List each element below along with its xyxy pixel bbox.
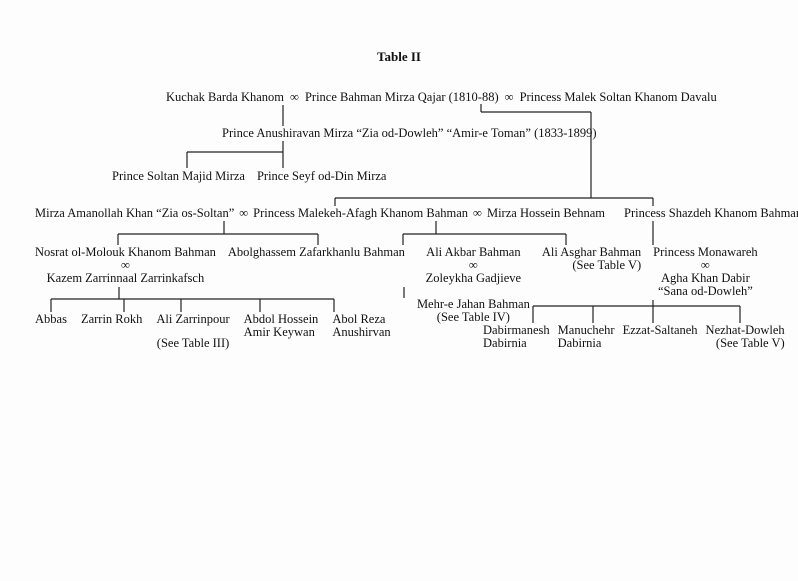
- person-ali-asghar: Ali Asghar Bahman: [541, 245, 642, 259]
- person-nezhat-dowleh: Nezhat-Dowleh: [705, 323, 785, 337]
- marriage-symbol: ∞: [473, 206, 482, 220]
- marriage-symbol: ∞: [700, 258, 710, 272]
- nezhat-col: Nezhat-Dowleh (See Table V): [706, 324, 785, 350]
- title-sana-od-dowleh: “Sana od-Dowleh”: [658, 284, 753, 298]
- person-ezzat-saltaneh: Ezzat-Saltaneh: [622, 323, 698, 337]
- ali-asghar-family: Ali Asghar Bahman (See Table V): [542, 246, 641, 272]
- person-abdol-hossein-line2: Amir Keywan: [243, 325, 315, 339]
- zarrinkafsch-children-row: Abbas Zarrin Rokh Ali Zarrinpour (See Ta…: [35, 313, 391, 350]
- person-abdol-hossein: Abdol Hossein: [243, 312, 319, 326]
- person-kuchak-barda-khanom: Kuchak Barda Khanom: [166, 90, 285, 104]
- person-abol-reza: Abol Reza: [332, 312, 386, 326]
- marriage-symbol: ∞: [239, 206, 249, 220]
- person-mirza-amanollah: Mirza Amanollah Khan “Zia os-Soltan”: [35, 206, 235, 220]
- generation1-row: Kuchak Barda Khanom ∞ Prince Bahman Mirz…: [166, 90, 717, 104]
- grandsons-row: Prince Soltan Majid Mirza Prince Seyf od…: [112, 169, 386, 183]
- abolghassem-family: Abolghassem Zafarkhanlu Bahman: [228, 246, 405, 259]
- monawareh-family: Princess Monawareh ∞ Agha Khan Dabir “Sa…: [653, 246, 758, 298]
- person-manuchehr: Manuchehr: [557, 323, 615, 337]
- generation4-row: Nosrat ol-Molouk Khanom Bahman ∞ Kazem Z…: [35, 246, 758, 324]
- person-dabirmanesh: Dabirmanesh: [483, 323, 550, 337]
- manuchehr-col: Manuchehr Dabirnia: [558, 324, 615, 350]
- marriage-symbol: ∞: [468, 258, 478, 272]
- ali-akbar-family: Ali Akbar Bahman ∞ Zoleykha Gadjieve Meh…: [417, 246, 530, 324]
- zarrin-rokh-col: Zarrin Rokh: [81, 313, 142, 326]
- person-abol-reza-line2: Anushirvan: [332, 325, 391, 339]
- person-abbas: Abbas: [35, 312, 67, 326]
- person-ali-akbar: Ali Akbar Bahman: [426, 245, 521, 259]
- reference-table-v: (See Table V): [572, 258, 642, 272]
- marriage-symbol: ∞: [120, 258, 130, 272]
- person-kazem-zarrinnaal: Kazem Zarrinnaal Zarrinkafsch: [46, 271, 205, 285]
- person-princess-malek-soltan: Princess Malek Soltan Khanom Davalu: [519, 90, 717, 104]
- person-zoleykha: Zoleykha Gadjieve: [425, 271, 522, 285]
- reference-table-iv: (See Table IV): [436, 310, 510, 324]
- person-mehr-e-jahan: Mehr-e Jahan Bahman: [416, 297, 530, 311]
- person-ali-zarrinpour: Ali Zarrinpour: [156, 312, 230, 326]
- ali-zarrinpour-col: Ali Zarrinpour (See Table III): [156, 313, 229, 350]
- person-nosrat-ol-molouk: Nosrat ol-Molouk Khanom Bahman: [35, 245, 216, 259]
- person-prince-anushiravan: Prince Anushiravan Mirza “Zia od-Dowleh”…: [222, 126, 597, 140]
- abdol-hossein-col: Abdol Hossein Amir Keywan: [244, 313, 319, 339]
- ezzat-col: Ezzat-Saltaneh: [623, 324, 698, 337]
- person-dabirmanesh-line2: Dabirnia: [483, 336, 527, 350]
- person-prince-seyf-od-din: Prince Seyf od-Din Mirza: [256, 169, 387, 183]
- nosrat-family: Nosrat ol-Molouk Khanom Bahman ∞ Kazem Z…: [35, 246, 216, 285]
- person-prince-bahman-mirza: Prince Bahman Mirza Qajar (1810-88): [304, 90, 499, 104]
- generation2-row: Prince Anushiravan Mirza “Zia od-Dowleh”…: [222, 126, 597, 140]
- marriage-symbol: ∞: [290, 90, 299, 104]
- abbas-col: Abbas: [35, 313, 67, 326]
- reference-table-iii: (See Table III): [156, 336, 230, 350]
- person-princess-monawareh: Princess Monawareh: [653, 245, 758, 259]
- marriage-symbol: ∞: [504, 90, 514, 104]
- person-manuchehr-line2: Dabirnia: [557, 336, 602, 350]
- person-zarrin-rokh: Zarrin Rokh: [80, 312, 143, 326]
- person-prince-soltan-majid: Prince Soltan Majid Mirza: [112, 169, 245, 183]
- person-abolghassem: Abolghassem Zafarkhanlu Bahman: [227, 245, 405, 259]
- person-mirza-hossein-behnam: Mirza Hossein Behnam: [486, 206, 605, 220]
- generation3-row: Mirza Amanollah Khan “Zia os-Soltan” ∞ P…: [35, 206, 798, 220]
- reference-table-v: (See Table V): [715, 336, 785, 350]
- person-agha-khan-dabir: Agha Khan Dabir: [660, 271, 750, 285]
- dabirmanesh-col: Dabirmanesh Dabirnia: [483, 324, 550, 350]
- abol-reza-col: Abol Reza Anushirvan: [332, 313, 390, 339]
- person-princess-shazdeh: Princess Shazdeh Khanom Bahman: [624, 206, 798, 220]
- table-title: Table II: [377, 49, 421, 64]
- dabir-children-row: Dabirmanesh Dabirnia Manuchehr Dabirnia …: [483, 324, 785, 350]
- person-princess-malekeh-afagh: Princess Malekeh-Afagh Khanom Bahman: [253, 206, 469, 220]
